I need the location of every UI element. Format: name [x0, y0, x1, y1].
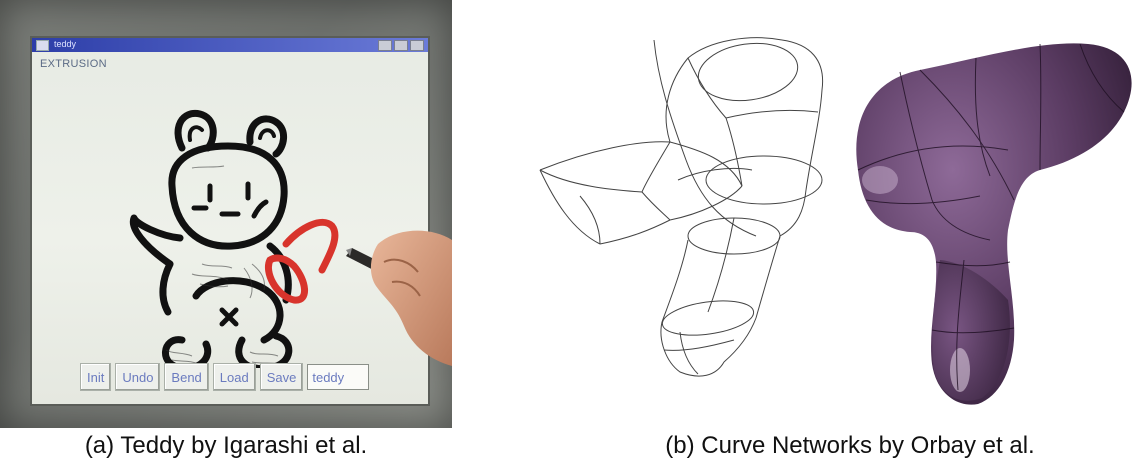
- left-ear-inner: [190, 127, 202, 140]
- teddy-toolbar: Init Undo Bend Load Save teddy: [80, 362, 404, 392]
- filename-input[interactable]: teddy: [307, 364, 369, 390]
- maximize-button[interactable]: [394, 40, 408, 51]
- teddy-app-window: teddy EXTRUSION: [32, 38, 428, 404]
- caption-curve-networks: (b) Curve Networks by Orbay et al.: [585, 432, 1115, 460]
- curve-network-surface: [856, 43, 1131, 404]
- caption-teddy: (a) Teddy by Igarashi et al.: [0, 432, 452, 460]
- load-button[interactable]: Load: [213, 363, 256, 391]
- teddy-photo: teddy EXTRUSION: [0, 0, 452, 428]
- app-icon: [36, 40, 49, 51]
- left-arm: [133, 218, 180, 264]
- close-button[interactable]: [410, 40, 424, 51]
- body-left: [163, 264, 170, 312]
- window-title: teddy: [54, 39, 76, 49]
- bend-button[interactable]: Bend: [164, 363, 208, 391]
- right-ear-inner: [260, 130, 274, 138]
- left-ear-stroke: [178, 113, 213, 148]
- curve-networks-figure: [520, 0, 1148, 428]
- init-button[interactable]: Init: [80, 363, 111, 391]
- head-stroke: [172, 146, 284, 246]
- curve-network-wireframe: [540, 37, 823, 376]
- window-controls: [378, 40, 424, 51]
- cheek-right: [254, 202, 266, 216]
- sketch-canvas[interactable]: [32, 68, 428, 368]
- minimize-button[interactable]: [378, 40, 392, 51]
- window-titlebar: teddy: [32, 38, 428, 52]
- save-button[interactable]: Save: [260, 363, 304, 391]
- undo-button[interactable]: Undo: [115, 363, 160, 391]
